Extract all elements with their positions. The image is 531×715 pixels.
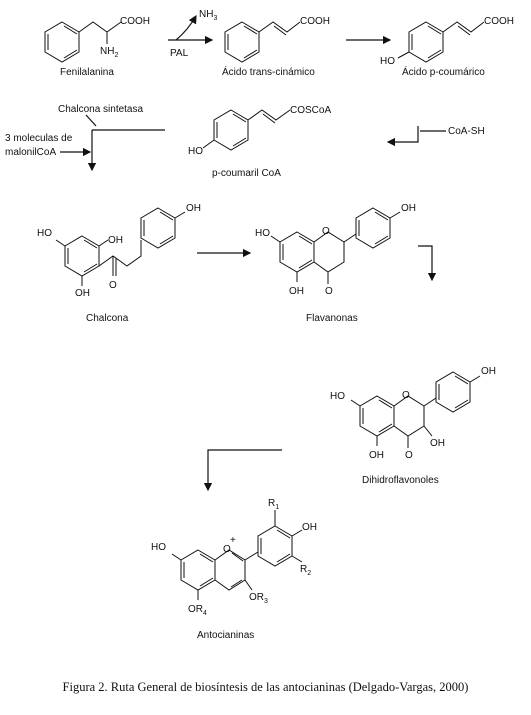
o-label: O	[402, 390, 410, 401]
fenilalanina-structure: COOH NH2	[44, 16, 150, 63]
or4-label: OR4	[188, 604, 207, 617]
trans-cinamico-label: Ácido trans-cinámico	[222, 65, 315, 78]
p-coumaril-coa-structure: COSCoA HO	[188, 105, 331, 157]
r2-label: R2	[300, 564, 311, 577]
to-dihidroflavonol-arrow	[418, 245, 437, 282]
chalcona-sintetasa-label: Chalcona sintetasa	[58, 104, 143, 115]
enzyme-pointer	[85, 114, 97, 127]
flavanonas-structure: O HO OH OH O	[255, 203, 416, 297]
cooh-label: COOH	[300, 16, 330, 27]
ho-label: HO	[255, 228, 270, 239]
ho-label: HO	[330, 391, 345, 402]
to-antocianina-arrow	[203, 449, 282, 492]
o-label: O	[223, 544, 231, 555]
chalcona-label: Chalcona	[86, 313, 129, 324]
oh-label: OH	[108, 235, 123, 246]
o-label: O	[325, 286, 333, 297]
p-coumaril-coa-label: p-coumaril CoA	[212, 168, 281, 179]
o-label: O	[109, 280, 117, 291]
oh-label: OH	[481, 366, 496, 377]
trans-cinamico-structure: COOH	[224, 16, 330, 63]
ho-label: HO	[37, 228, 52, 239]
oh-label: OH	[186, 203, 201, 214]
malonil-label-line2: malonilCoA	[5, 147, 56, 158]
dihidroflavonoles-structure: O HO OH OH O OH	[330, 366, 496, 461]
coscoa-label: COSCoA	[290, 105, 331, 116]
pal-label: PAL	[170, 48, 189, 59]
dihidroflavonoles-label: Dihidroflavonoles	[362, 475, 439, 486]
coa-release-arrow	[386, 126, 419, 147]
oh-label: OH	[401, 203, 416, 214]
flavanonas-label: Flavanonas	[306, 313, 358, 324]
antocianinas-structure: O + HO R1 OH R2 OR3 OR4	[151, 498, 317, 617]
figure-caption: Figura 2. Ruta General de biosíntesis de…	[62, 680, 469, 694]
o-label: O	[322, 226, 330, 237]
cooh-label: COOH	[484, 16, 514, 27]
oh-label: OH	[289, 286, 304, 297]
oh-label: OH	[369, 450, 384, 461]
p-coumarico-label: Ácido p-coumárico	[402, 65, 485, 78]
malonil-label-line1: 3 moleculas de	[5, 133, 73, 144]
fenilalanina-label: Fenilalanina	[60, 67, 114, 78]
coa-sh-label: CoA-SH	[448, 126, 485, 137]
oh-label: OH	[302, 522, 317, 533]
oh-label: OH	[430, 438, 445, 449]
ho-label: HO	[188, 146, 203, 157]
antocianinas-label: Antocianinas	[197, 630, 254, 641]
nh3-release-arrow	[175, 14, 197, 41]
nh3-label: NH3	[199, 9, 217, 22]
ho-label: HO	[380, 56, 395, 67]
chalcona-structure: HO OH OH O OH	[37, 203, 201, 299]
or3-label: OR3	[249, 592, 268, 605]
p-coumarico-structure: COOH HO	[380, 16, 514, 67]
o-label: O	[405, 450, 413, 461]
oh-label: OH	[75, 288, 90, 299]
cooh-label: COOH	[120, 16, 150, 27]
plus-label: +	[230, 535, 236, 546]
nh2-label: NH2	[100, 46, 118, 59]
ho-label: HO	[151, 542, 166, 553]
r1-label: R1	[268, 498, 279, 511]
